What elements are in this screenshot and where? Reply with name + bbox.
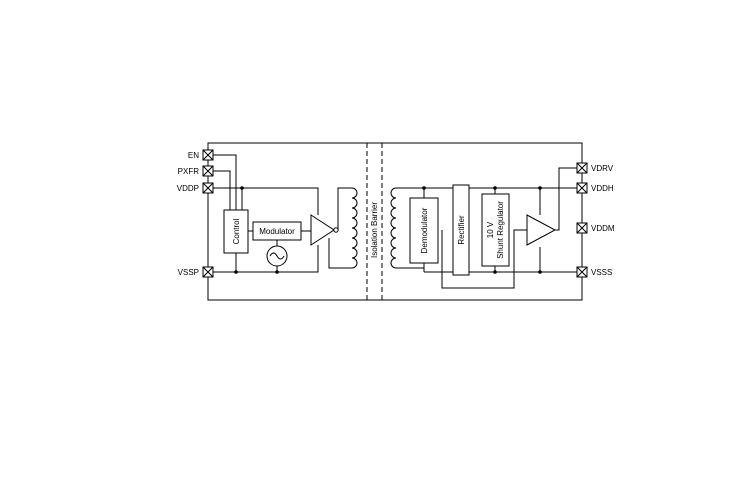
junction-dot <box>240 186 244 190</box>
junction-dot <box>234 270 238 274</box>
pin-vssp-label: VSSP <box>178 268 199 277</box>
driver-buffer-icon <box>310 214 339 246</box>
oscillator-icon <box>266 245 288 267</box>
demodulator-label: Demodulator <box>420 207 429 253</box>
pin-vsss <box>576 266 588 278</box>
pin-vsss-label: VSSS <box>591 268 612 277</box>
rectifier-label: Rectifier <box>457 215 466 245</box>
pin-en-label: EN <box>188 151 199 160</box>
right-wiring <box>396 167 577 289</box>
control-label: Control <box>232 218 241 244</box>
primary-coil-wiring <box>328 187 352 269</box>
pin-vdrv <box>576 162 588 174</box>
junction-dot <box>538 186 542 190</box>
demodulator-block <box>409 197 439 264</box>
pin-pxfr <box>202 165 214 177</box>
primary-coil-icon <box>351 187 358 269</box>
shunt-regulator-block <box>481 193 510 267</box>
modulator-label: Modulator <box>259 227 295 236</box>
control-block <box>223 209 249 254</box>
junction-dot <box>422 186 426 190</box>
junction-dot <box>493 186 497 190</box>
pin-vddh-label: VDDH <box>591 184 614 193</box>
isolation-barrier-label: Isolation Barrier <box>370 202 379 258</box>
junction-dot <box>493 270 497 274</box>
pin-vddp-label: VDDP <box>177 184 199 193</box>
modulator-block <box>252 221 302 241</box>
pin-vddm <box>576 222 588 234</box>
pin-pxfr-label: PXFR <box>178 167 200 176</box>
pin-vddm-label: VDDM <box>591 224 615 233</box>
output-buffer-icon <box>526 214 557 246</box>
pin-vddh <box>576 182 588 194</box>
shunt-regulator-label-line2: Shunt Regulator <box>496 201 505 259</box>
rectifier-block <box>452 184 470 276</box>
secondary-coil-icon <box>390 187 397 269</box>
chip-boundary <box>207 142 583 301</box>
pin-vddp <box>202 182 214 194</box>
pin-en <box>202 149 214 161</box>
shunt-regulator-label-line1: 10 V <box>486 221 495 238</box>
junction-dot <box>275 270 279 274</box>
pin-vssp <box>202 266 214 278</box>
junction-dot <box>538 270 542 274</box>
pin-vdrv-label: VDRV <box>591 164 614 173</box>
